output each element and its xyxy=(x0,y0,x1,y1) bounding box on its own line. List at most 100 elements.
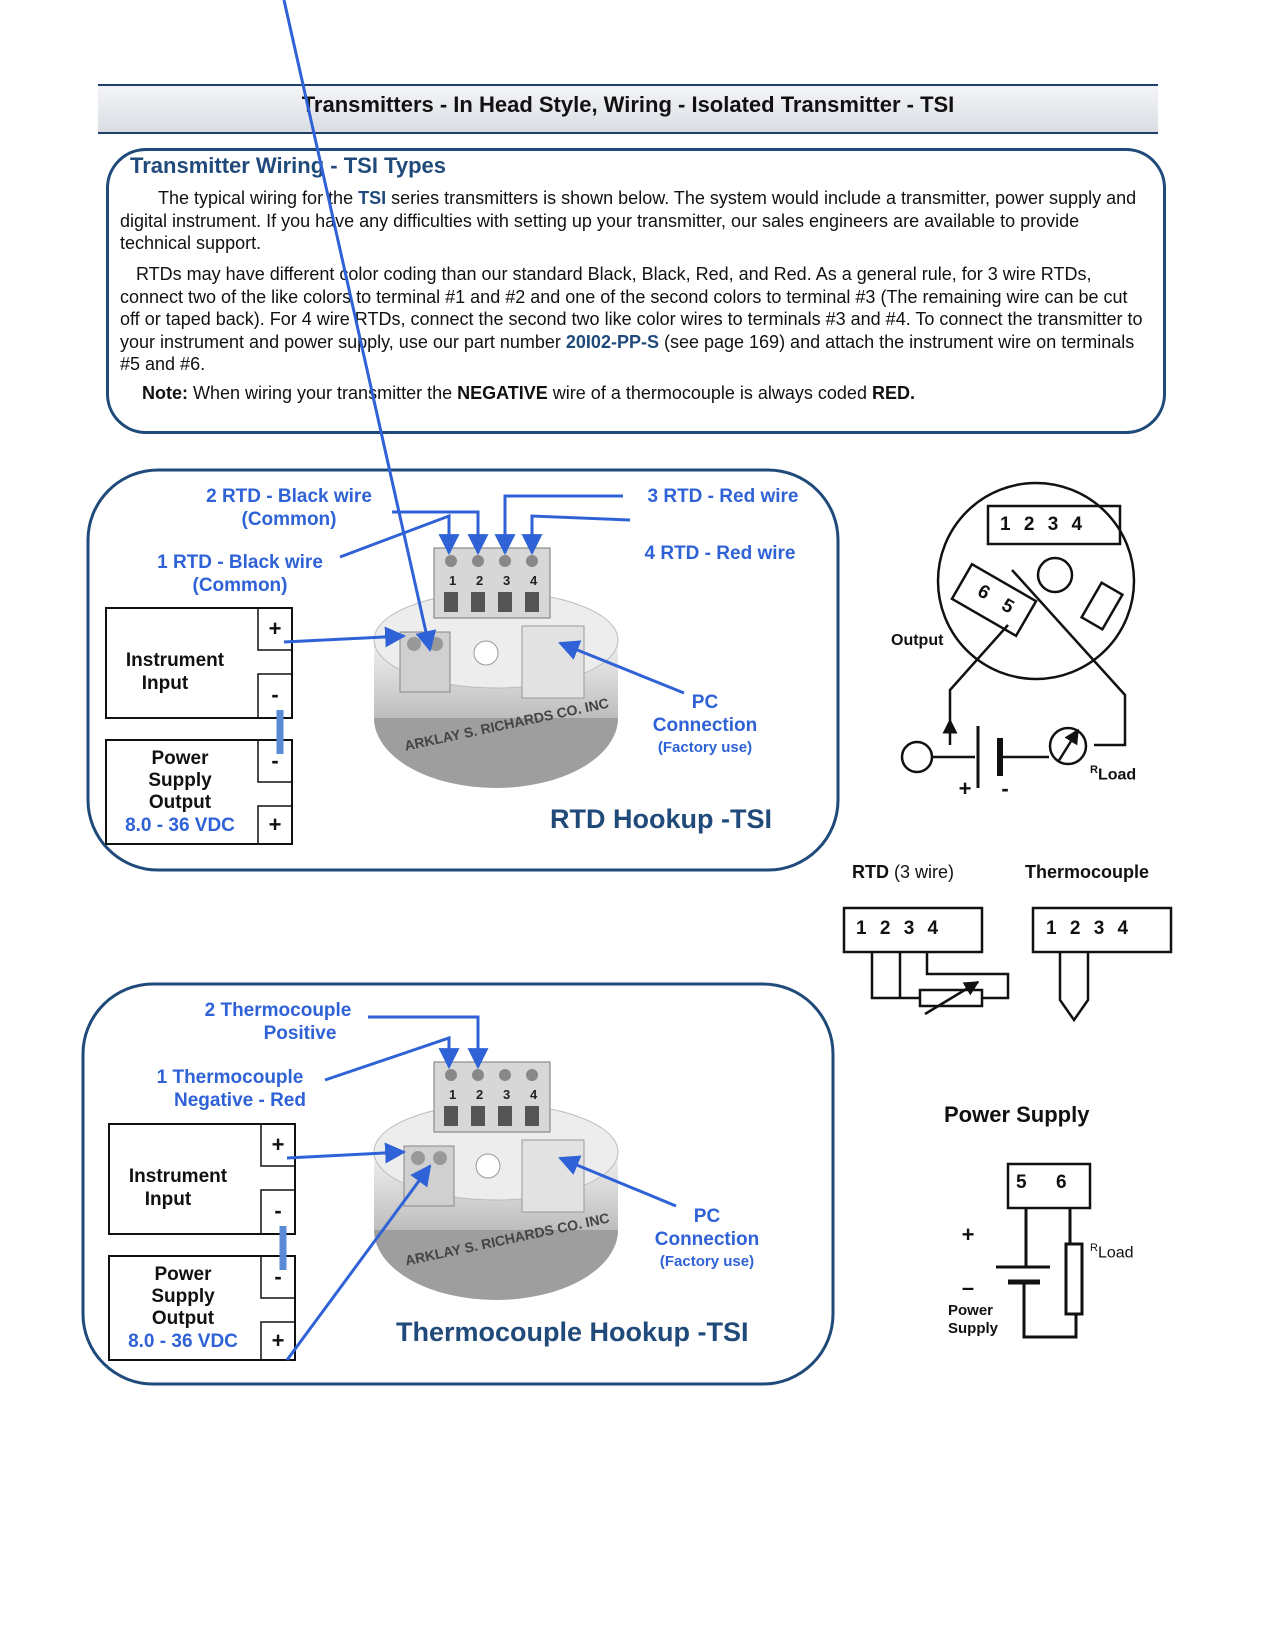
tc-power-box xyxy=(108,1255,296,1361)
rtd-voltage-label: 8.0 - 36 VDC xyxy=(125,815,235,836)
head-output-block xyxy=(950,562,1038,638)
head-terminal-block xyxy=(986,504,1122,546)
tc-leader-1 xyxy=(324,1035,460,1082)
tc-pc-connection: Connection xyxy=(654,1229,760,1250)
rtd-instrument-minus: - xyxy=(271,682,279,707)
note-text-a: When wiring your transmitter the xyxy=(188,383,458,403)
rtd-instrument-box xyxy=(105,607,293,719)
head-circle xyxy=(936,481,1136,681)
intro-paragraph-2: RTDs may have different color coding tha… xyxy=(120,263,1150,376)
tc-label-1: 1 Thermocouple xyxy=(156,1067,304,1088)
p1-text-b: series transmitters is shown below. The … xyxy=(120,188,1137,253)
rtd-sch-title-bold: RTD xyxy=(852,862,889,882)
rtd-label-1: 1 RTD - Black wire xyxy=(157,552,323,573)
tc-instrument-minus: - xyxy=(274,1198,282,1223)
svg-text:4: 4 xyxy=(530,573,538,588)
rtd-pc-factory: (Factory use) xyxy=(657,739,753,756)
rtd-leader-pc xyxy=(558,640,685,695)
intro-note: Note: When wiring your transmitter the N… xyxy=(142,382,1142,405)
rtd-sch-terminal-box xyxy=(842,906,984,954)
rtd-power-label: Power xyxy=(151,748,209,769)
p2-text-a: RTDs may have different color coding tha… xyxy=(120,264,1143,352)
tc-power-plus-cell xyxy=(260,1321,296,1361)
rtd-power-plus: + xyxy=(268,812,282,837)
intro-box xyxy=(106,148,1166,434)
ps-minus: – xyxy=(961,1275,975,1300)
rtd-pc-label: PC xyxy=(691,692,719,713)
header-bar xyxy=(98,84,1158,134)
head-slot xyxy=(1079,580,1125,632)
tc-leader-power xyxy=(285,1164,432,1361)
svg-text:2: 2 xyxy=(476,573,483,588)
tc-panel-frame xyxy=(81,982,835,1386)
p2-part-number: 20I02-PP-S xyxy=(565,331,659,352)
tc-sch-terminal-box xyxy=(1031,906,1173,954)
tc-pc-factory: (Factory use) xyxy=(659,1253,755,1270)
rtd-label-1-sub: (Common) xyxy=(192,575,288,596)
rtd-leader-2 xyxy=(392,510,489,556)
head-meter xyxy=(900,740,934,774)
ps-label-power: Power xyxy=(948,1302,994,1319)
rtd-output-label: Output xyxy=(148,792,212,813)
rtd-schematic xyxy=(842,906,1010,1016)
rtd-panel-title: RTD Hookup -TSI xyxy=(550,804,772,834)
intro-heading: Transmitter Wiring - TSI Types xyxy=(130,153,447,178)
head-rload-r: R xyxy=(1090,764,1098,776)
rtd-instrument-plus-cell xyxy=(257,607,293,651)
ps-plus: + xyxy=(961,1222,975,1247)
tc-sch-terminals: 1 2 3 4 xyxy=(1046,918,1133,939)
rtd-panel-frame xyxy=(86,468,840,872)
rtd-leader-power xyxy=(282,0,437,653)
ps-title: Power Supply xyxy=(944,1102,1090,1127)
rtd-sch-title-normal: (3 wire) xyxy=(889,862,955,882)
rtd-sch-terminals: 1 2 3 4 xyxy=(856,918,943,939)
tc-instrument-plus: + xyxy=(271,1132,285,1157)
svg-text:4: 4 xyxy=(530,1087,538,1102)
rtd-supply-label: Supply xyxy=(148,770,212,791)
tc-power-plus: + xyxy=(271,1328,285,1353)
note-red: RED. xyxy=(871,383,915,403)
tc-voltage-label: 8.0 - 36 VDC xyxy=(128,1331,238,1352)
rtd-sch-title: RTD (3 wire) xyxy=(852,862,954,883)
rtd-leader-1 xyxy=(339,513,460,559)
head-plus: + xyxy=(958,776,972,801)
tc-pc-label: PC xyxy=(693,1206,721,1227)
tc-panel-title: Thermocouple Hookup -TSI xyxy=(396,1317,749,1347)
tc-leader-instrument xyxy=(286,1142,407,1164)
ps-rload-r: R xyxy=(1090,1242,1098,1254)
tc-transmitter-image: 1 2 3 4 ARKLAY S. RICHARDS CO. INC xyxy=(373,1061,619,1300)
page-title: Transmitters - In Head Style, Wiring - I… xyxy=(301,92,955,117)
rtd-leader-4 xyxy=(521,514,631,556)
head-hole xyxy=(1036,556,1074,594)
head-wire-right xyxy=(1011,569,1127,747)
rtd-instrument-minus-cell xyxy=(257,673,293,719)
tc-output-label: Output xyxy=(151,1308,215,1329)
p1-tsi: TSI xyxy=(358,188,387,208)
head-rload-sub: Load xyxy=(1097,766,1137,784)
tc-power-minus-cell xyxy=(260,1255,296,1299)
ps-label-supply: Supply xyxy=(948,1320,999,1337)
tc-power-label: Power xyxy=(154,1264,212,1285)
head-rload: RLoad xyxy=(1090,764,1136,784)
rtd-transmitter-image: 1 2 3 4 ARKLAY S. RICHARDS CO. INC xyxy=(373,547,619,788)
ps-rload: RLoad xyxy=(1090,1242,1134,1262)
head-schematic xyxy=(900,481,1136,788)
ps-terminal-box xyxy=(1006,1162,1092,1210)
ps-terminal-5: 5 xyxy=(1016,1172,1027,1193)
tc-instrument-plus-cell xyxy=(260,1123,296,1167)
rtd-label-2-sub: (Common) xyxy=(241,509,337,530)
tc-supply-label: Supply xyxy=(151,1286,215,1307)
rtd-input-label: Input xyxy=(141,673,189,694)
head-rload-symbol xyxy=(1048,726,1088,766)
head-output-label: Output xyxy=(891,632,944,649)
p2-text-b: (see page 169) and attach the instrument… xyxy=(120,331,1135,375)
head-terminal-numbers: 1 2 3 4 xyxy=(1000,514,1087,535)
rtd-power-plus-cell xyxy=(257,805,293,845)
note-text-b: wire of a thermocouple is always coded xyxy=(547,383,872,403)
rtd-power-minus: - xyxy=(271,748,279,773)
svg-text:2: 2 xyxy=(476,1087,483,1102)
tc-schematic xyxy=(1031,906,1173,1023)
note-negative: NEGATIVE xyxy=(457,383,548,403)
tc-input-label: Input xyxy=(144,1189,192,1210)
